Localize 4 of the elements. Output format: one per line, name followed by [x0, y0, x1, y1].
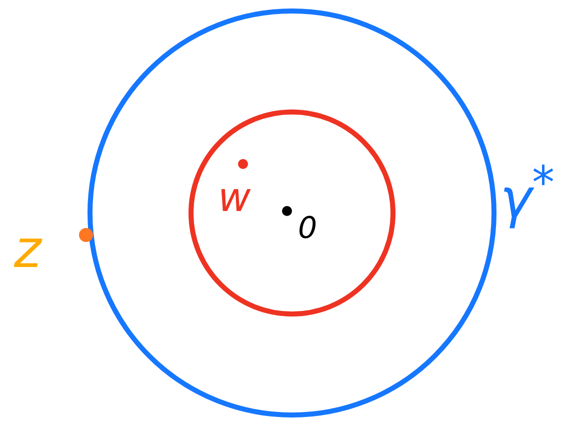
point-label: w — [218, 178, 251, 218]
point-label: z — [14, 224, 42, 276]
point-label: 0 — [298, 214, 318, 244]
curve-label: γ$^{*}$ — [500, 160, 554, 226]
